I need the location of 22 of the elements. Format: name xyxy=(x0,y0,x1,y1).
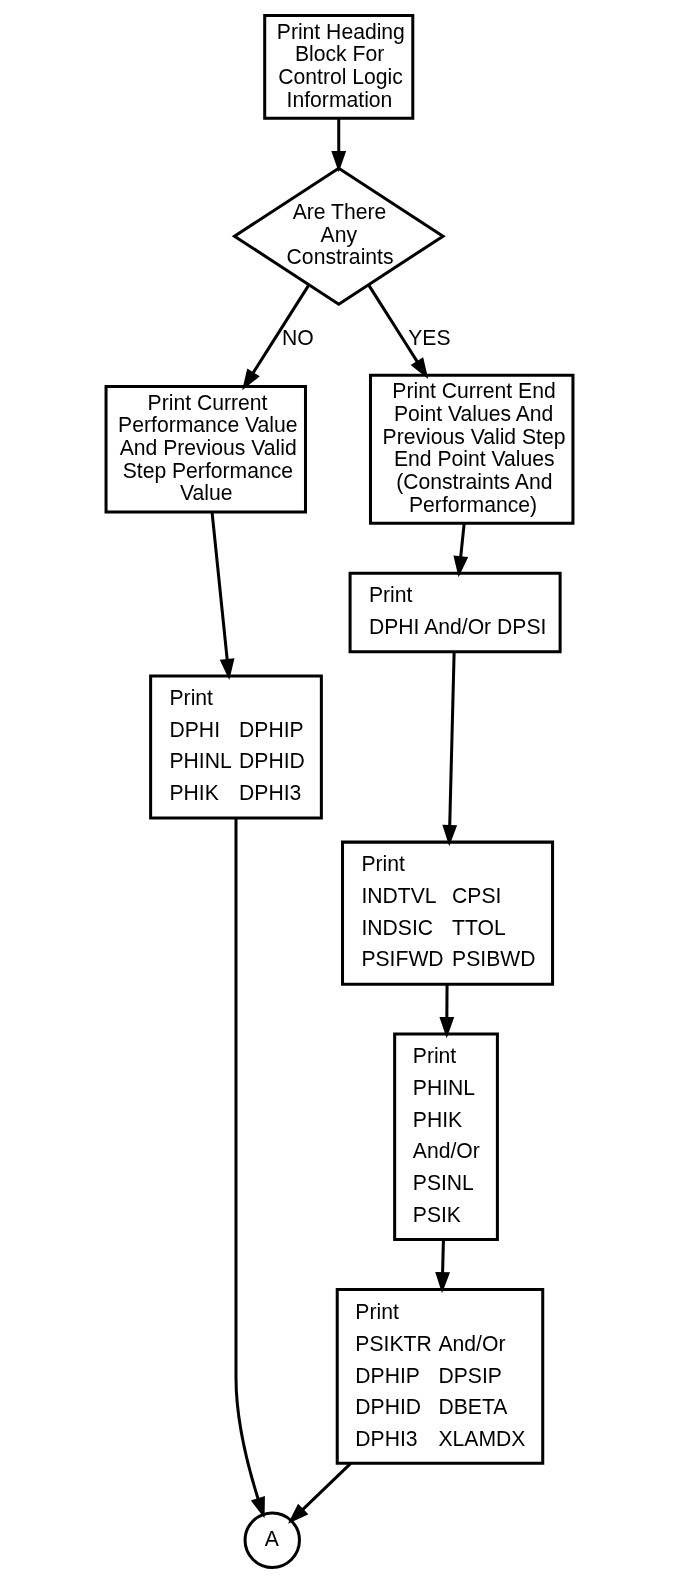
node-box: Print PSIKTR And/Or DPHIP DPSIP DPHID DBETA DPHI3 XLAMDX xyxy=(335,1287,545,1465)
node-circle: A xyxy=(243,1511,301,1569)
arrow xyxy=(234,818,265,1519)
node-box: Print DPHI DPHIP PHINL DPHID PHIK DPHI3 xyxy=(149,674,323,820)
edge-label: YES xyxy=(408,326,451,350)
node-box: Print Current End Point Values And Previous Valid Step End Point Values (Constraints And Performance) xyxy=(368,373,575,525)
arrow xyxy=(442,652,458,847)
arrow xyxy=(453,523,469,578)
edge-label: NO xyxy=(282,326,314,350)
arrow xyxy=(439,984,455,1039)
arrow xyxy=(367,284,429,380)
node-box: Print Heading Block For Control Logic Information xyxy=(263,14,415,120)
arrow xyxy=(210,512,235,680)
node-diamond: Are There Any Constraints xyxy=(231,166,446,306)
arrow xyxy=(331,118,347,173)
node-box: Print INDTVL CPSI INDSIC TTOL PSIFWD PSIBWD xyxy=(341,840,555,986)
arrow xyxy=(242,284,311,391)
node-box: Print Current Performance Value And Previous Valid Step Performance Value xyxy=(104,385,307,514)
arrow xyxy=(287,1462,352,1524)
node-box: Print PHINL PHIK And/Or PSINL PSIK xyxy=(393,1032,499,1242)
node-box: Print DPHI And/Or DPSI xyxy=(348,571,562,654)
arrow xyxy=(435,1239,451,1294)
